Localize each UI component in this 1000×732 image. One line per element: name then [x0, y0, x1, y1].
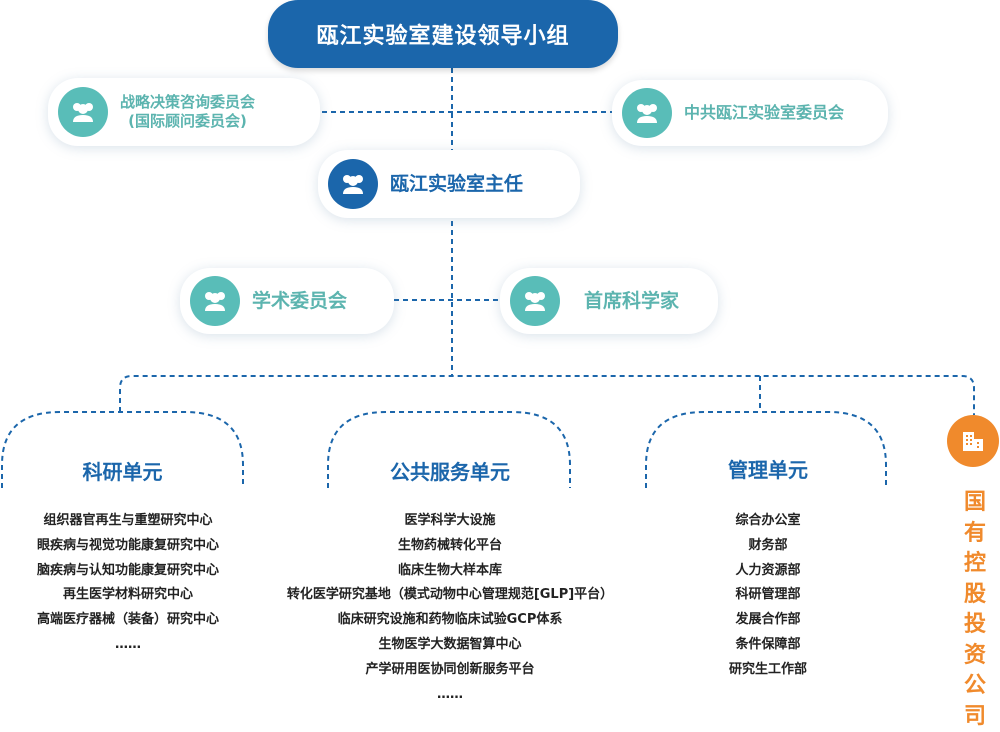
advisory-committee-label: 战略决策咨询委员会 (国际顾问委员会) [120, 93, 255, 132]
list-item: 生物药械转化平台 [246, 534, 654, 559]
company-char: 资 [955, 641, 995, 672]
list-item: 科研管理部 [708, 583, 828, 608]
company-char: 控 [955, 549, 995, 580]
advisory-line2: (国际顾问委员会) [120, 112, 255, 132]
list-item: …… [246, 683, 654, 708]
people-icon [58, 87, 108, 137]
list-item: 临床研究设施和药物临床试验GCP体系 [246, 608, 654, 633]
public-unit-title: 公共服务单元 [368, 456, 532, 485]
director-label: 瓯江实验室主任 [390, 172, 523, 197]
mgmt-unit-list: 综合办公室 财务部 人力资源部 科研管理部 发展合作部 条件保障部 研究生工作部 [708, 509, 828, 683]
list-item: 人力资源部 [708, 559, 828, 584]
list-item: 条件保障部 [708, 633, 828, 658]
list-item: 发展合作部 [708, 608, 828, 633]
people-icon [328, 159, 378, 209]
people-icon [510, 276, 560, 326]
list-item: …… [0, 633, 256, 658]
list-item: 研究生工作部 [708, 658, 828, 683]
unit-bus-line [120, 376, 974, 415]
list-item: 眼疾病与视觉功能康复研究中心 [0, 534, 256, 559]
list-item: 临床生物大样本库 [246, 559, 654, 584]
director-card: 瓯江实验室主任 [318, 150, 580, 218]
party-committee-label: 中共瓯江实验室委员会 [684, 103, 844, 124]
research-unit-list: 组织器官再生与重塑研究中心 眼疾病与视觉功能康复研究中心 脑疾病与认知功能康复研… [0, 509, 256, 658]
people-icon [622, 88, 672, 138]
chief-scientist-card: 首席科学家 [500, 268, 718, 334]
advisory-line1: 战略决策咨询委员会 [120, 93, 255, 113]
company-char: 公 [955, 671, 995, 702]
list-item: 产学研用医协同创新服务平台 [246, 658, 654, 683]
people-icon [190, 276, 240, 326]
leadership-group-title: 瓯江实验室建设领导小组 [316, 18, 569, 50]
chief-scientist-label: 首席科学家 [584, 289, 679, 314]
company-char: 股 [955, 580, 995, 611]
company-char: 国 [955, 488, 995, 519]
list-item: 组织器官再生与重塑研究中心 [0, 509, 256, 534]
list-item: 转化医学研究基地（模式动物中心管理规范[GLP]平台） [246, 583, 654, 608]
public-unit-list: 医学科学大设施 生物药械转化平台 临床生物大样本库 转化医学研究基地（模式动物中… [246, 509, 654, 707]
company-char: 投 [955, 610, 995, 641]
company-char: 司 [955, 702, 995, 732]
academic-committee-label: 学术委员会 [252, 289, 347, 314]
list-item: 高端医疗器械（装备）研究中心 [0, 608, 256, 633]
list-item: 脑疾病与认知功能康复研究中心 [0, 559, 256, 584]
list-item: 生物医学大数据智算中心 [246, 633, 654, 658]
building-icon [947, 415, 999, 467]
mgmt-unit-title: 管理单元 [706, 454, 830, 483]
research-unit-title: 科研单元 [60, 456, 185, 485]
list-item: 再生医学材料研究中心 [0, 583, 256, 608]
company-label: 国 有 控 股 投 资 公 司 [955, 488, 995, 732]
list-item: 财务部 [708, 534, 828, 559]
company-char: 有 [955, 519, 995, 550]
list-item: 综合办公室 [708, 509, 828, 534]
advisory-committee-card: 战略决策咨询委员会 (国际顾问委员会) [48, 78, 320, 146]
list-item: 医学科学大设施 [246, 509, 654, 534]
academic-committee-card: 学术委员会 [180, 268, 394, 334]
party-committee-card: 中共瓯江实验室委员会 [612, 80, 888, 146]
leadership-group-box: 瓯江实验室建设领导小组 [268, 0, 618, 68]
